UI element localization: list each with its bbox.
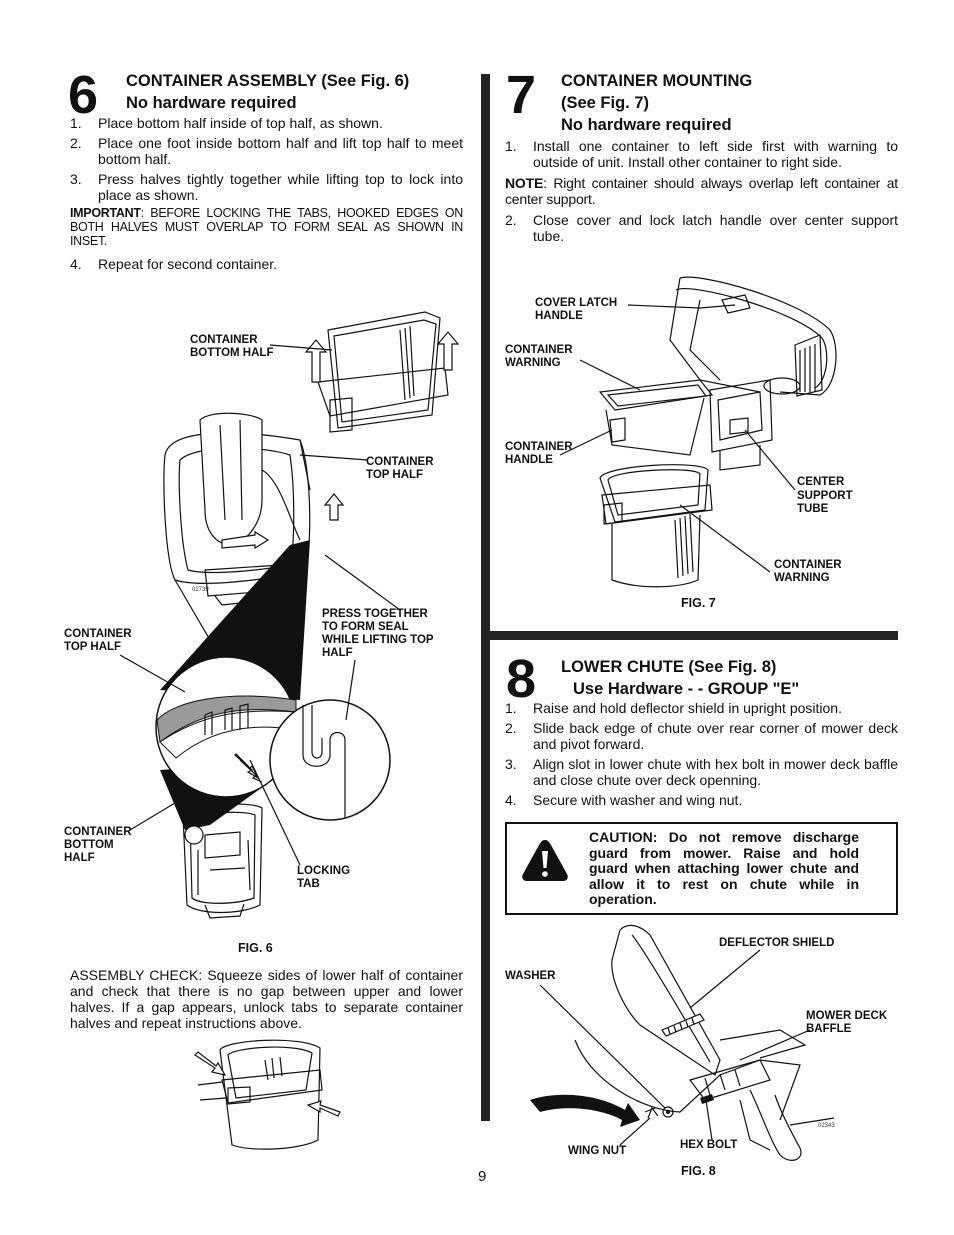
label-center-support-tube: CENTER SUPPORT TUBE [797,476,853,515]
label-container-bottom-half-left: CONTAINER BOTTOM HALF [64,826,132,864]
note: NOTE: Right container should always over… [505,175,898,207]
small-container-drawing [182,803,263,919]
fig-7-caption: FIG. 7 [681,596,716,610]
label-press-together: PRESS TOGETHER TO FORM SEAL WHILE LIFTIN… [322,608,434,659]
list-item: 4.Secure with washer and wing nut. [505,792,743,808]
step-8-list: 1.Raise and hold deflector shield in upr… [505,700,898,812]
label-cover-latch-handle: COVER LATCH HANDLE [535,297,618,322]
note-text: : Right container should always overlap … [505,175,898,207]
lower-container-drawing [599,464,713,588]
upper-container-drawing [598,379,714,456]
page-number: 9 [478,1168,487,1185]
caution-box: CAUTION: Do not remove discharge guard f… [505,822,898,915]
label-mower-deck-baffle: MOWER DECK BAFFLE [806,1010,888,1035]
label-container-warning-top: CONTAINER WARNING [505,344,573,369]
fig-6-part-code: 02739 [192,587,209,593]
container-bottom-half-drawing [304,311,460,433]
step-6-list-cont: 4.Repeat for second container. [70,256,463,276]
fig-8-part-code: 02343 [818,1123,835,1129]
zoom-wedge [160,540,310,700]
deflector-shield-drawing [611,924,721,1076]
mower-bag-frame-drawing [669,276,837,471]
label-deflector-shield: DEFLECTOR SHIELD [719,937,835,949]
label-container-top-half-left: CONTAINER TOP HALF [64,628,132,653]
fig-8-caption: FIG. 8 [681,1164,716,1178]
list-item: 3.Align slot in lower chute with hex bol… [505,756,898,788]
list-item: 3.Press halves tightly together while li… [70,171,463,203]
step-6-number: 6 [68,65,99,125]
inset-circle [155,656,297,798]
list-item: 2.Close cover and lock latch handle over… [505,212,898,244]
column-divider [481,74,490,1121]
step-7-list-cont: 2.Close cover and lock latch handle over… [505,212,898,248]
step-8-number: 8 [506,649,537,709]
list-item: 1.Raise and hold deflector shield in upr… [505,700,842,716]
step-7-list: 1.Install one container to left side fir… [505,138,898,174]
list-item: 2.Slide back edge of chute over rear cor… [505,720,898,752]
caution-text: CAUTION: Do not remove discharge guard f… [589,829,859,907]
step-7-subtitle: (See Fig. 7) [561,94,650,112]
step-7-heading: CONTAINER MOUNTING (See Fig. 7) No hardw… [561,70,752,136]
label-container-handle: CONTAINER HANDLE [505,441,573,466]
label-container-bottom-half: CONTAINER BOTTOM HALF [190,334,274,359]
label-hex-bolt: HEX BOLT [680,1139,738,1151]
assembly-check: ASSEMBLY CHECK: Squeeze sides of lower h… [70,967,463,1031]
list-item: 2.Place one foot inside bottom half and … [70,135,463,167]
step-7-number: 7 [506,65,537,125]
step-8-hardware: Use Hardware - - GROUP "E" [573,680,800,698]
list-item: 1.Place bottom half inside of top half, … [70,115,383,131]
fig-6-caption: FIG. 6 [238,941,273,955]
step-6-title: CONTAINER ASSEMBLY (See Fig. 6) [126,72,410,90]
step-7-title: CONTAINER MOUNTING [561,72,753,90]
seal-magnifier [269,699,391,821]
warning-triangle-icon [522,840,568,881]
list-item: 4.Repeat for second container. [70,256,278,272]
step-6-list: 1.Place bottom half inside of top half, … [70,115,463,207]
rotation-arrow-icon [530,1094,640,1127]
important-note: IMPORTANT: BEFORE LOCKING THE TABS, HOOK… [70,206,463,248]
label-wing-nut: WING NUT [568,1145,627,1157]
important-text: : BEFORE LOCKING THE TABS, HOOKED EDGES … [70,206,463,248]
step-8-title: LOWER CHUTE (See Fig. 8) [561,658,777,676]
list-item: 1.Install one container to left side fir… [505,138,898,170]
section-divider [490,631,898,640]
note-label: NOTE [505,175,544,191]
label-container-top-half: CONTAINER TOP HALF [366,456,434,481]
hardware-drawing [644,1094,714,1119]
step-6-heading: CONTAINER ASSEMBLY (See Fig. 6) No hardw… [126,70,409,114]
step-8-heading: LOWER CHUTE (See Fig. 8) Use Hardware - … [561,656,799,700]
label-locking-tab: LOCKING TAB [297,865,351,890]
label-washer: WASHER [505,970,556,982]
label-container-warning-bottom: CONTAINER WARNING [774,559,842,584]
important-label: IMPORTANT [70,206,141,220]
step-7-hardware: No hardware required [561,116,732,134]
step-6-subtitle: No hardware required [126,94,297,112]
